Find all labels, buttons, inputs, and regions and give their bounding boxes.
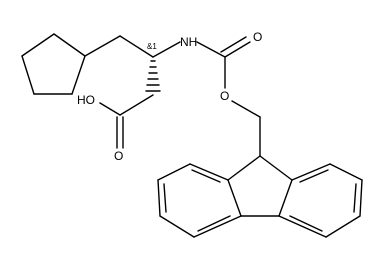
bond xyxy=(224,41,251,58)
bond xyxy=(329,163,363,181)
bond xyxy=(157,179,161,217)
inner-double-bond xyxy=(289,215,323,232)
hashed-wedge-bond xyxy=(145,60,161,92)
bond xyxy=(21,33,55,57)
bond xyxy=(21,55,35,95)
acid-carbonyl-oxygen-label: O xyxy=(114,149,123,163)
inner-double-bond xyxy=(191,169,221,183)
cyclopentyl-ring xyxy=(21,33,86,95)
bond xyxy=(227,155,261,181)
bond xyxy=(193,215,242,238)
nh-atom-label: NH xyxy=(180,35,197,49)
ester-oxygen-label: O xyxy=(220,89,229,103)
bond xyxy=(53,33,86,57)
bond xyxy=(99,102,121,116)
inner-double-bond xyxy=(353,183,357,213)
inner-double-bond xyxy=(163,183,167,213)
bond xyxy=(325,215,361,238)
bond xyxy=(231,100,261,118)
bond xyxy=(84,35,121,57)
bond xyxy=(159,215,195,238)
fluorene-central-ring xyxy=(227,155,293,217)
bond xyxy=(119,35,154,58)
inner-double-bond xyxy=(197,215,231,232)
bond xyxy=(189,163,229,181)
bond xyxy=(291,163,331,181)
bond xyxy=(227,179,242,217)
carbonyl-oxygen-label: O xyxy=(253,30,262,44)
bond xyxy=(196,41,226,58)
bond xyxy=(359,179,363,217)
bond xyxy=(152,41,181,58)
acid-hydroxyl-label: HO xyxy=(77,93,95,107)
bond xyxy=(71,55,86,95)
inner-double-bond xyxy=(299,169,329,183)
fluorene-right-ring xyxy=(278,163,363,238)
bond xyxy=(259,155,293,181)
bond xyxy=(220,36,247,53)
bond xyxy=(119,94,154,116)
bond xyxy=(278,215,327,238)
bond xyxy=(157,163,191,181)
fluorene-left-ring xyxy=(157,163,242,238)
stereo-descriptor-label: &1 xyxy=(147,42,157,51)
bond xyxy=(278,179,293,217)
